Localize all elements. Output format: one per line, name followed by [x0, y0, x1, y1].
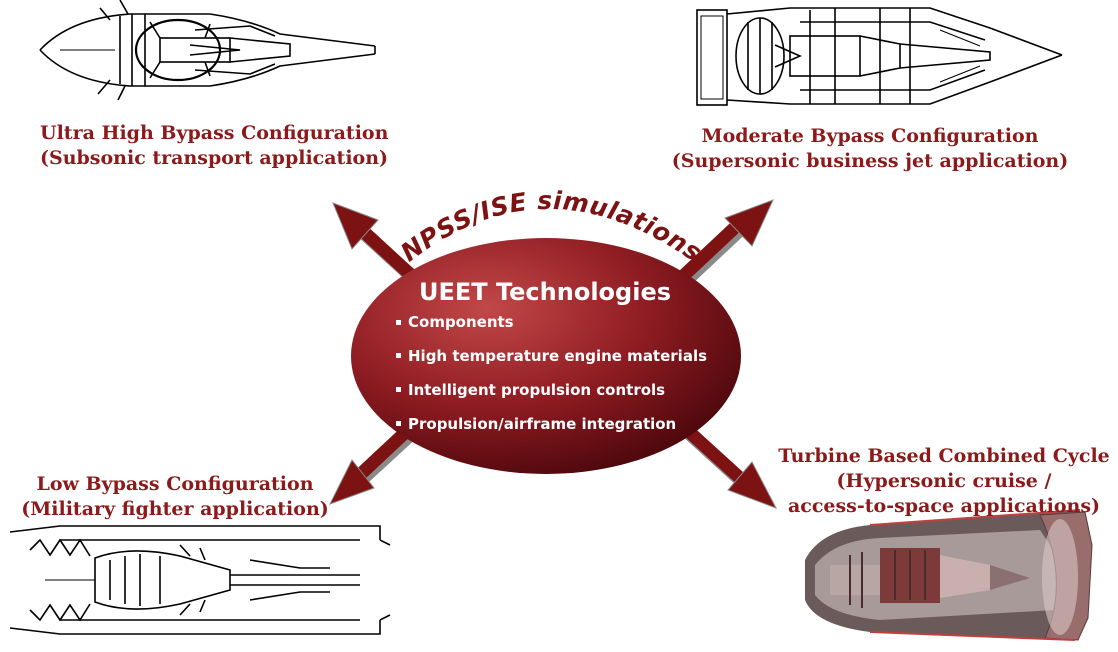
arrow-lower-right [680, 423, 778, 509]
caption-line: Ultra High Bypass Configuration [40, 122, 389, 144]
bullet-item: Propulsion/airframe integration [408, 415, 676, 433]
caption-line: (Military fighter application) [21, 498, 329, 520]
bullet-item: High temperature engine materials [408, 347, 707, 365]
caption-moderate-bypass: Moderate Bypass Configuration (Supersoni… [660, 124, 1080, 174]
caption-line: Turbine Based Combined Cycle [778, 445, 1110, 467]
bullet-marker [396, 421, 401, 426]
bullet-marker [396, 387, 401, 392]
bullet-item: Components [408, 313, 514, 331]
caption-low-bypass: Low Bypass Configuration (Military fight… [10, 472, 340, 522]
bullet-marker [396, 353, 401, 358]
caption-line: (Subsonic transport application) [40, 147, 389, 169]
arrow-lower-left [328, 423, 418, 505]
bullet-marker [396, 320, 401, 325]
caption-line: Moderate Bypass Configuration [701, 125, 1039, 147]
tbcc-engine-image [805, 509, 1093, 641]
ultra-bypass-engine-drawing [39, 0, 376, 101]
caption-line: Low Bypass Configuration [36, 473, 314, 495]
caption-tbcc: Turbine Based Combined Cycle (Hypersonic… [770, 444, 1118, 519]
arrow-upper-left [332, 202, 423, 288]
caption-ultra-high-bypass: Ultra High Bypass Configuration (Subsoni… [40, 121, 389, 171]
ueet-ellipse [351, 238, 741, 474]
moderate-bypass-engine-drawing [696, 7, 1063, 106]
caption-line: (Hypersonic cruise / [836, 470, 1052, 492]
bullet-item: Intelligent propulsion controls [408, 381, 665, 399]
caption-line: (Supersonic business jet application) [671, 150, 1069, 172]
ueet-bullet-list: Components High temperature engine mater… [396, 313, 707, 433]
arrow-upper-right [675, 199, 774, 289]
ueet-title: UEET Technologies [419, 278, 671, 306]
low-bypass-engine-drawing [9, 525, 391, 635]
caption-line: access-to-space applications) [787, 495, 1101, 517]
